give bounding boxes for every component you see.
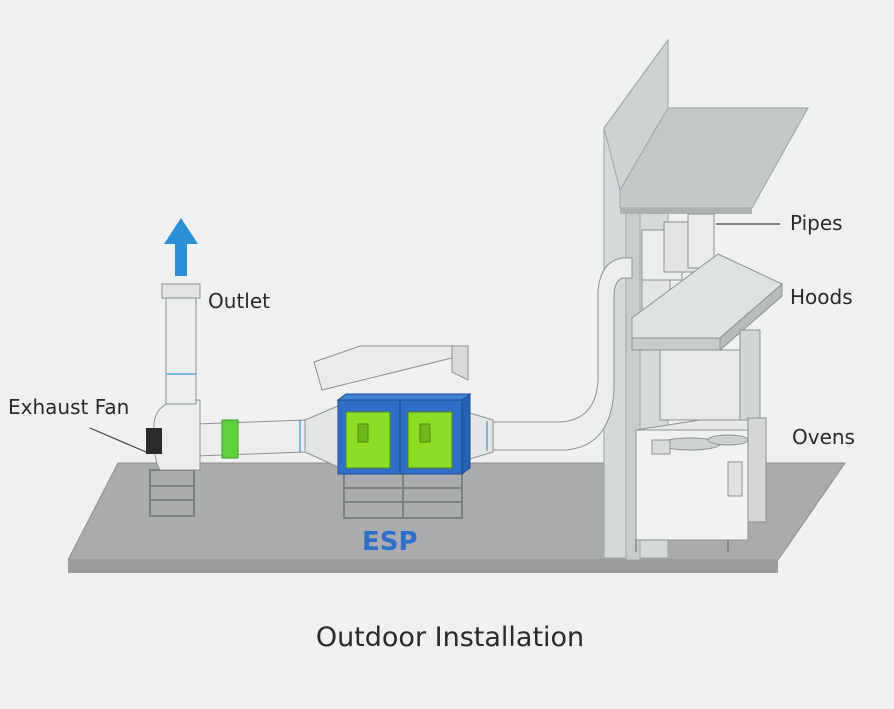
label-exhaust-fan: Exhaust Fan [8, 395, 129, 419]
label-ovens: Ovens [792, 425, 855, 449]
label-pipes: Pipes [790, 211, 843, 235]
exhaust-fan [146, 283, 201, 517]
label-hoods: Hoods [790, 285, 853, 309]
outlet-stack [165, 283, 197, 405]
esp-unit [313, 345, 472, 519]
arrow-up-icon [164, 218, 198, 276]
label-esp: ESP [362, 527, 418, 557]
label-outlet: Outlet [208, 289, 270, 313]
exhaust-fan-leader-line [89, 427, 147, 453]
caption: Outdoor Installation [316, 622, 584, 653]
hoods-group [631, 253, 783, 441]
green-coupler [221, 419, 239, 459]
ovens-group [635, 417, 767, 552]
